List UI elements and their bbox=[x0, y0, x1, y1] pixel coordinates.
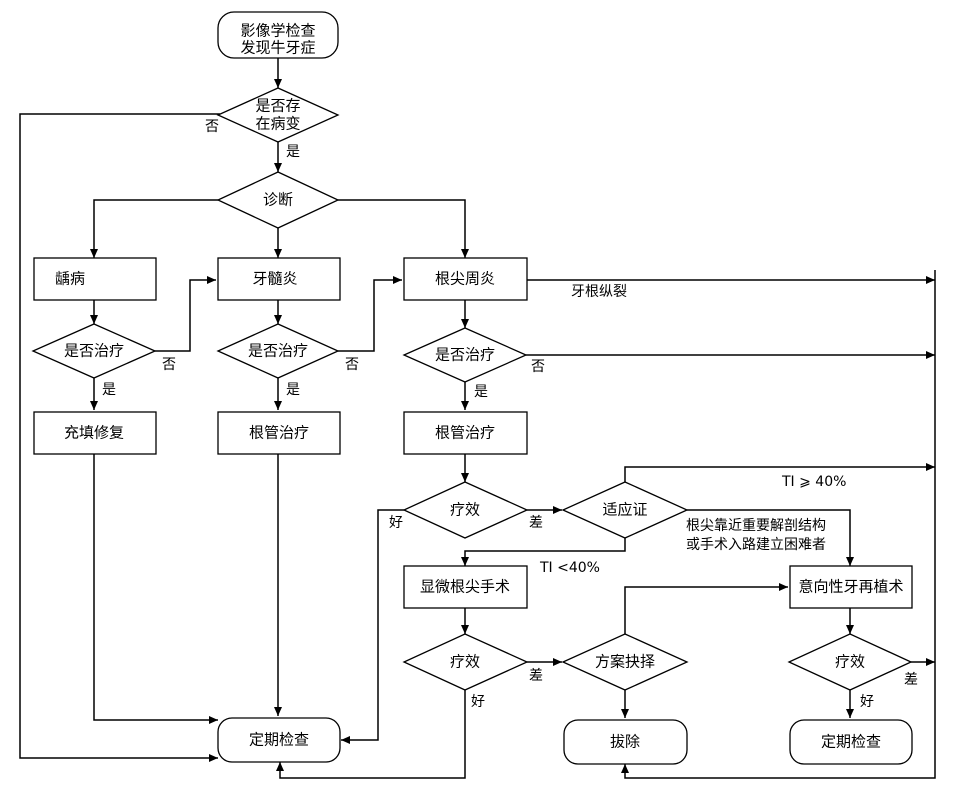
node-diagnosis-label: 诊断 bbox=[263, 191, 293, 209]
label-anatomy-line2: 或手术入路建立困难者 bbox=[686, 537, 826, 553]
connectors bbox=[19, 58, 936, 779]
node-indication bbox=[561, 481, 689, 539]
node-efficacy1-label: 疗效 bbox=[450, 501, 480, 519]
label-efficacy1-good: 好 bbox=[389, 515, 403, 531]
node-efficacy1 bbox=[402, 481, 529, 539]
node-pulpitis bbox=[217, 257, 341, 301]
node-treat-pulpitis bbox=[216, 323, 340, 379]
label-pulpitis-no: 否 bbox=[345, 357, 359, 373]
node-treat-pulpitis-label: 是否治疗 bbox=[248, 342, 308, 360]
edge-collector-to-extract bbox=[621, 270, 936, 779]
node-efficacy2 bbox=[402, 633, 529, 691]
edge-efficacy2-good bbox=[276, 690, 466, 779]
label-ti-low: TI <40% bbox=[539, 560, 600, 576]
label-efficacy2-poor: 差 bbox=[529, 668, 543, 684]
edge-ti-low bbox=[461, 538, 626, 566]
label-efficacy1-poor: 差 bbox=[529, 515, 543, 531]
node-extraction bbox=[563, 719, 688, 765]
label-caries-no: 否 bbox=[162, 357, 176, 373]
node-efficacy2-label: 疗效 bbox=[450, 653, 480, 671]
node-diagnosis bbox=[216, 171, 340, 229]
node-plan-choice bbox=[561, 633, 689, 691]
edge-filling-to-check bbox=[93, 454, 218, 724]
label-lesion-yes: 是 bbox=[286, 144, 300, 160]
node-filling bbox=[33, 411, 157, 455]
label-anatomy-line1: 根尖靠近重要解剖结构 bbox=[686, 518, 826, 534]
node-pulpitis-label: 牙髓炎 bbox=[252, 270, 297, 288]
node-rct-periapical-label: 根管治疗 bbox=[435, 424, 495, 442]
node-rct-pulpitis-label: 根管治疗 bbox=[249, 424, 309, 442]
node-rct-periapical bbox=[403, 411, 528, 455]
label-efficacy3-poor: 差 bbox=[904, 672, 918, 688]
node-start-line1: 影像学检查 bbox=[240, 22, 315, 40]
label-ti-high: TI ⩾ 40% bbox=[781, 474, 846, 490]
node-intentional-replant bbox=[789, 565, 913, 609]
label-periapical-no: 否 bbox=[531, 359, 545, 375]
edge-ti-high bbox=[624, 463, 935, 482]
node-efficacy3 bbox=[787, 633, 913, 691]
label-efficacy2-good: 好 bbox=[471, 694, 485, 710]
label-caries-yes: 是 bbox=[102, 382, 116, 398]
node-periodic-check-main bbox=[217, 717, 341, 763]
label-pulpitis-yes: 是 bbox=[286, 382, 300, 398]
node-periodic-check-right bbox=[789, 719, 913, 765]
node-micro-surgery bbox=[403, 565, 528, 609]
label-efficacy3-good: 好 bbox=[860, 694, 874, 710]
node-periapical bbox=[403, 257, 528, 301]
node-micro-surgery-label: 显微根尖手术 bbox=[420, 578, 510, 596]
node-lesion-decision bbox=[216, 87, 340, 143]
node-lesion-line1: 是否存 bbox=[255, 97, 300, 115]
edge-diagnosis-to-periapical bbox=[338, 199, 469, 258]
node-indication-label: 适应证 bbox=[602, 501, 647, 519]
edge-caries-no bbox=[155, 276, 216, 352]
node-periodic-check-right-label: 定期检查 bbox=[821, 733, 881, 751]
label-periapical-yes: 是 bbox=[474, 384, 488, 400]
node-start-line2: 发现牛牙症 bbox=[240, 39, 315, 57]
edge-labels: 否 是 牙根纵裂 否 是 否 是 否 是 好 差 TI ⩾ 40% TI <40… bbox=[102, 119, 918, 710]
edge-diagnosis-to-caries bbox=[90, 199, 218, 258]
node-filling-label: 充填修复 bbox=[64, 424, 124, 442]
nodes: 影像学检查 发现牛牙症 是否存 在病变 诊断 龋病 牙髓炎 根尖周炎 是否治疗 … bbox=[31, 11, 913, 765]
node-rct-pulpitis bbox=[217, 411, 341, 455]
label-lesion-no: 否 bbox=[205, 119, 219, 135]
edge-pulpitis-no bbox=[338, 276, 402, 352]
node-treat-caries-label: 是否治疗 bbox=[64, 342, 124, 360]
node-treat-caries bbox=[31, 323, 157, 379]
node-caries-label: 龋病 bbox=[55, 270, 85, 288]
edge-efficacy1-good bbox=[341, 509, 404, 744]
node-periodic-check-main-label: 定期检查 bbox=[249, 731, 309, 749]
node-treat-periapical bbox=[402, 327, 528, 383]
edge-anatomy bbox=[687, 509, 854, 566]
node-start bbox=[217, 11, 339, 59]
edge-lesion-no bbox=[19, 113, 220, 762]
node-periapical-label: 根尖周炎 bbox=[435, 270, 495, 288]
node-plan-choice-label: 方案抉择 bbox=[595, 653, 655, 671]
edge-plan-to-replant bbox=[624, 583, 788, 634]
node-lesion-line2: 在病变 bbox=[255, 115, 300, 133]
node-efficacy3-label: 疗效 bbox=[835, 653, 865, 671]
node-intentional-replant-label: 意向性牙再植术 bbox=[798, 578, 903, 596]
node-extraction-label: 拔除 bbox=[610, 733, 640, 751]
node-treat-periapical-label: 是否治疗 bbox=[435, 346, 495, 364]
node-caries bbox=[33, 257, 157, 301]
label-vertical-root-fracture: 牙根纵裂 bbox=[571, 284, 627, 300]
